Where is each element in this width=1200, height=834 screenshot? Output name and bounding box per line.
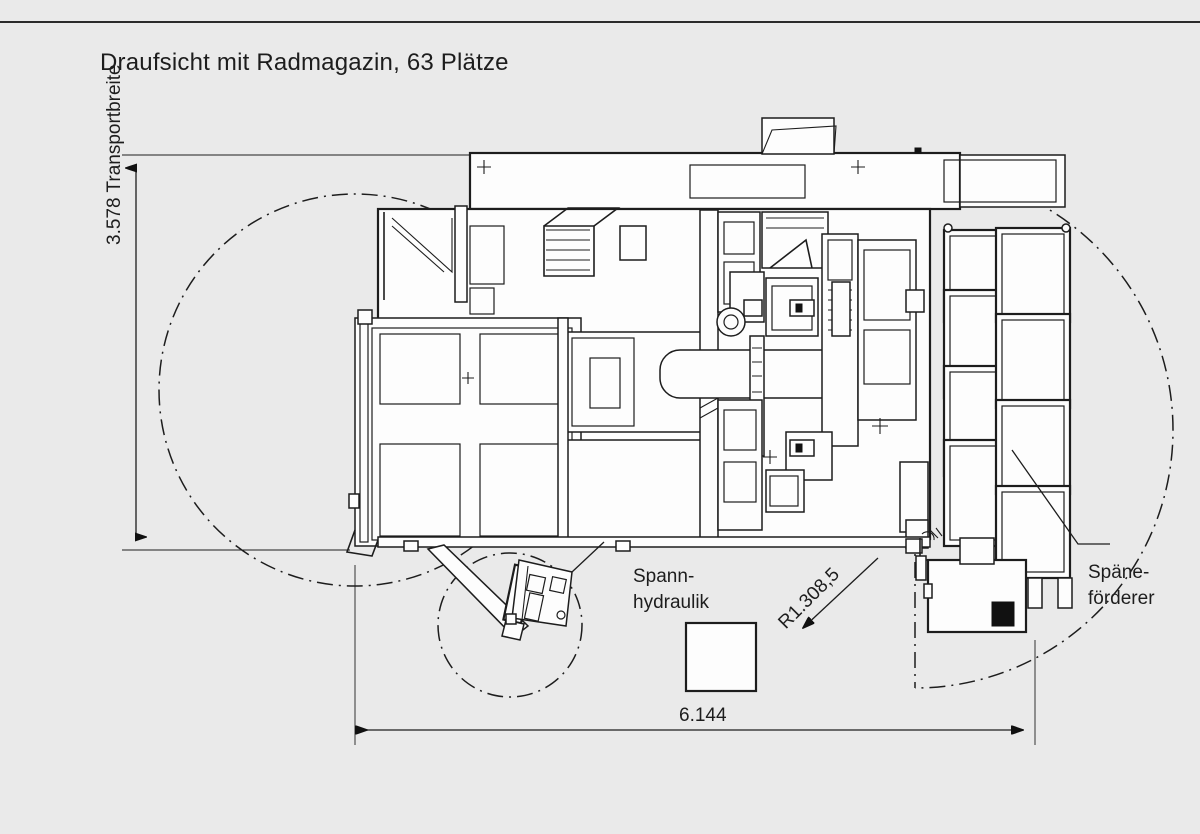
- horizontal-dimension-label: 6.144: [679, 705, 727, 726]
- spaeneforderer-leader: [1011, 449, 1110, 545]
- radius-leader: [803, 557, 879, 628]
- annotation-spann-hydraulik: Spann- hydraulik: [633, 564, 709, 616]
- wheel-magazine-cabinets: [942, 223, 1073, 609]
- dimension-lines: [122, 154, 1036, 745]
- annotation-line-2: förderer: [1088, 588, 1155, 609]
- annotation-line-1: Spann-: [633, 566, 695, 587]
- spann-hydraulik-unit: [684, 621, 758, 693]
- machine-main-enclosure: [345, 205, 932, 557]
- swing-control-panel: [426, 541, 605, 641]
- page-title: Draufsicht mit Radmagazin, 63 Plätze: [100, 49, 509, 76]
- chip-conveyor: [915, 527, 1028, 634]
- machine-top-carriage: [468, 117, 1066, 244]
- annotation-line-2: hydraulik: [633, 592, 710, 613]
- header-divider: [0, 21, 1200, 23]
